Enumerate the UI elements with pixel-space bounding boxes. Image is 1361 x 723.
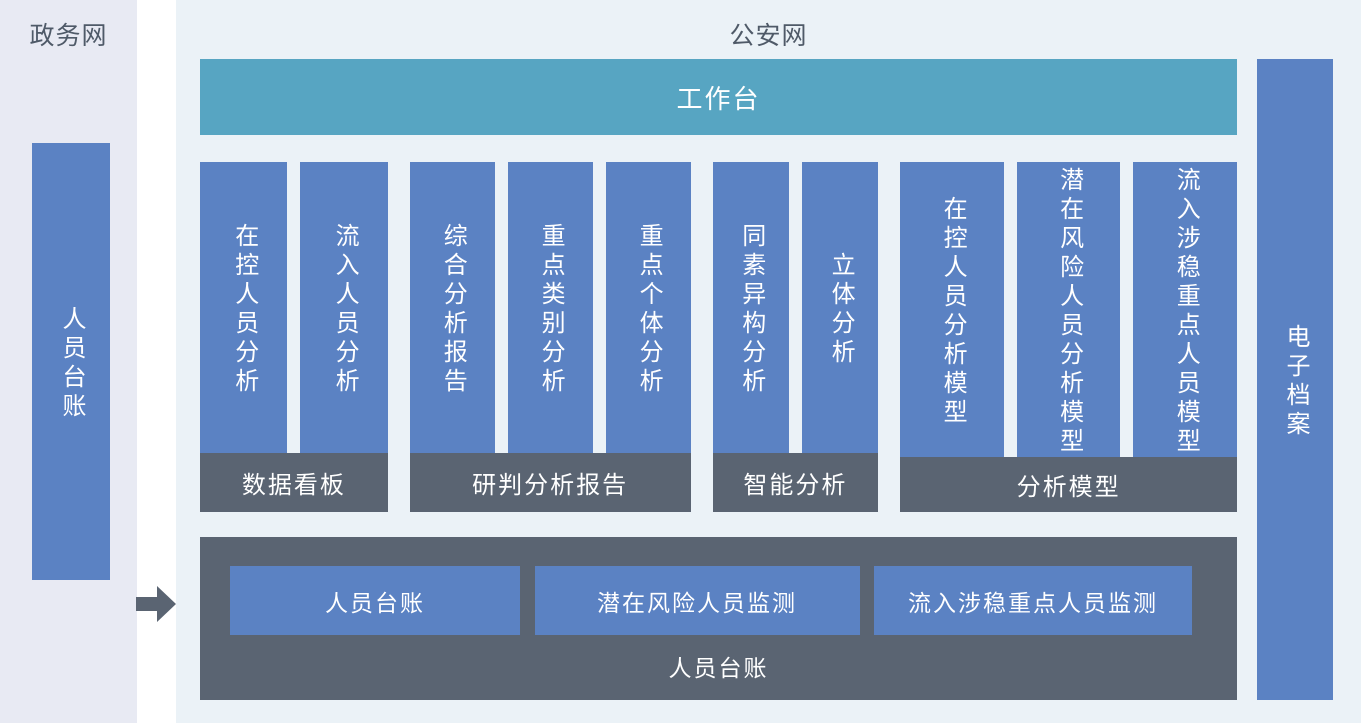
- workbench-label: 工作台: [676, 83, 761, 114]
- group-data-dashboard-columns: 在控人员分析 流入人员分析: [200, 162, 388, 453]
- module-isomer-analysis: 同素异构分析: [712, 162, 789, 453]
- module-controlled-personnel-analysis: 在控人员分析: [200, 162, 288, 453]
- workbench-bar: 工作台: [200, 59, 1237, 135]
- gov-network-panel: 政务网 人员台账: [0, 0, 137, 723]
- group-analysis-report: 综合分析报告 重点类别分析 重点个体分析 研判分析报告: [409, 162, 691, 512]
- module-label: 立体分析: [827, 252, 855, 368]
- module-label: 同素异构分析: [737, 223, 765, 397]
- module-controlled-personnel-model: 在控人员分析模型: [900, 162, 1004, 457]
- group-footer-label: 研判分析报告: [472, 472, 629, 499]
- button-label: 流入涉稳重点人员监测: [908, 589, 1158, 616]
- gov-network-title: 政务网: [29, 22, 108, 50]
- group-analysis-report-footer: 研判分析报告: [409, 453, 691, 512]
- module-label: 潜在风险人员分析模型: [1055, 167, 1083, 457]
- module-inflow-key-personnel-model: 流入涉稳重点人员模型: [1133, 162, 1237, 457]
- police-network-title: 公安网: [729, 22, 808, 50]
- module-inflow-personnel-analysis: 流入人员分析: [300, 162, 388, 453]
- flow-arrow-icon: [136, 586, 176, 622]
- personnel-ledger-panel-label: 人员台账: [668, 655, 769, 681]
- module-comprehensive-analysis-report: 综合分析报告: [409, 162, 495, 453]
- module-key-category-analysis: 重点类别分析: [507, 162, 593, 453]
- module-label: 重点类别分析: [537, 223, 565, 397]
- module-label: 流入人员分析: [331, 223, 359, 397]
- group-intelligent-analysis-footer: 智能分析: [712, 453, 879, 512]
- module-label: 在控人员分析模型: [939, 196, 967, 428]
- electronic-archive-label: 电子档案: [1282, 324, 1309, 440]
- group-analysis-report-columns: 综合分析报告 重点类别分析 重点个体分析: [409, 162, 691, 453]
- group-analysis-models-columns: 在控人员分析模型 潜在风险人员分析模型 流入涉稳重点人员模型: [900, 162, 1237, 457]
- group-footer-label: 智能分析: [743, 472, 848, 499]
- module-label: 重点个体分析: [635, 223, 663, 397]
- button-label: 潜在风险人员监测: [597, 589, 797, 616]
- module-groups: 在控人员分析 流入人员分析 数据看板 综合分析报告 重点类别分析: [200, 162, 1237, 512]
- group-footer-label: 数据看板: [241, 472, 346, 499]
- group-data-dashboard: 在控人员分析 流入人员分析 数据看板: [200, 162, 388, 512]
- group-intelligent-analysis: 同素异构分析 立体分析 智能分析: [712, 162, 879, 512]
- group-footer-label: 分析模型: [1016, 474, 1121, 501]
- button-inflow-key-personnel-monitoring: 流入涉稳重点人员监测: [874, 566, 1192, 635]
- module-stereo-analysis: 立体分析: [801, 162, 879, 453]
- button-potential-risk-monitoring: 潜在风险人员监测: [534, 566, 860, 635]
- module-label: 流入涉稳重点人员模型: [1172, 167, 1200, 457]
- module-potential-risk-model: 潜在风险人员分析模型: [1016, 162, 1121, 457]
- personnel-ledger-source-bar: 人员台账: [32, 143, 110, 580]
- group-analysis-models: 在控人员分析模型 潜在风险人员分析模型 流入涉稳重点人员模型 分析模型: [900, 162, 1237, 512]
- group-intelligent-analysis-columns: 同素异构分析 立体分析: [712, 162, 879, 453]
- personnel-ledger-source-label: 人员台账: [58, 306, 85, 422]
- module-key-individual-analysis: 重点个体分析: [605, 162, 691, 453]
- group-data-dashboard-footer: 数据看板: [200, 453, 388, 512]
- personnel-ledger-panel: 人员台账 潜在风险人员监测 流入涉稳重点人员监测 人员台账: [200, 537, 1237, 700]
- electronic-archive-bar: 电子档案: [1257, 59, 1333, 700]
- button-label: 人员台账: [325, 589, 425, 616]
- personnel-ledger-buttons: 人员台账 潜在风险人员监测 流入涉稳重点人员监测: [230, 566, 1192, 635]
- module-label: 综合分析报告: [439, 223, 467, 397]
- module-label: 在控人员分析: [230, 223, 258, 397]
- button-personnel-ledger: 人员台账: [230, 566, 520, 635]
- group-analysis-models-footer: 分析模型: [900, 457, 1237, 512]
- police-network-panel: 公安网 工作台 在控人员分析 流入人员分析 数据看板: [176, 0, 1361, 723]
